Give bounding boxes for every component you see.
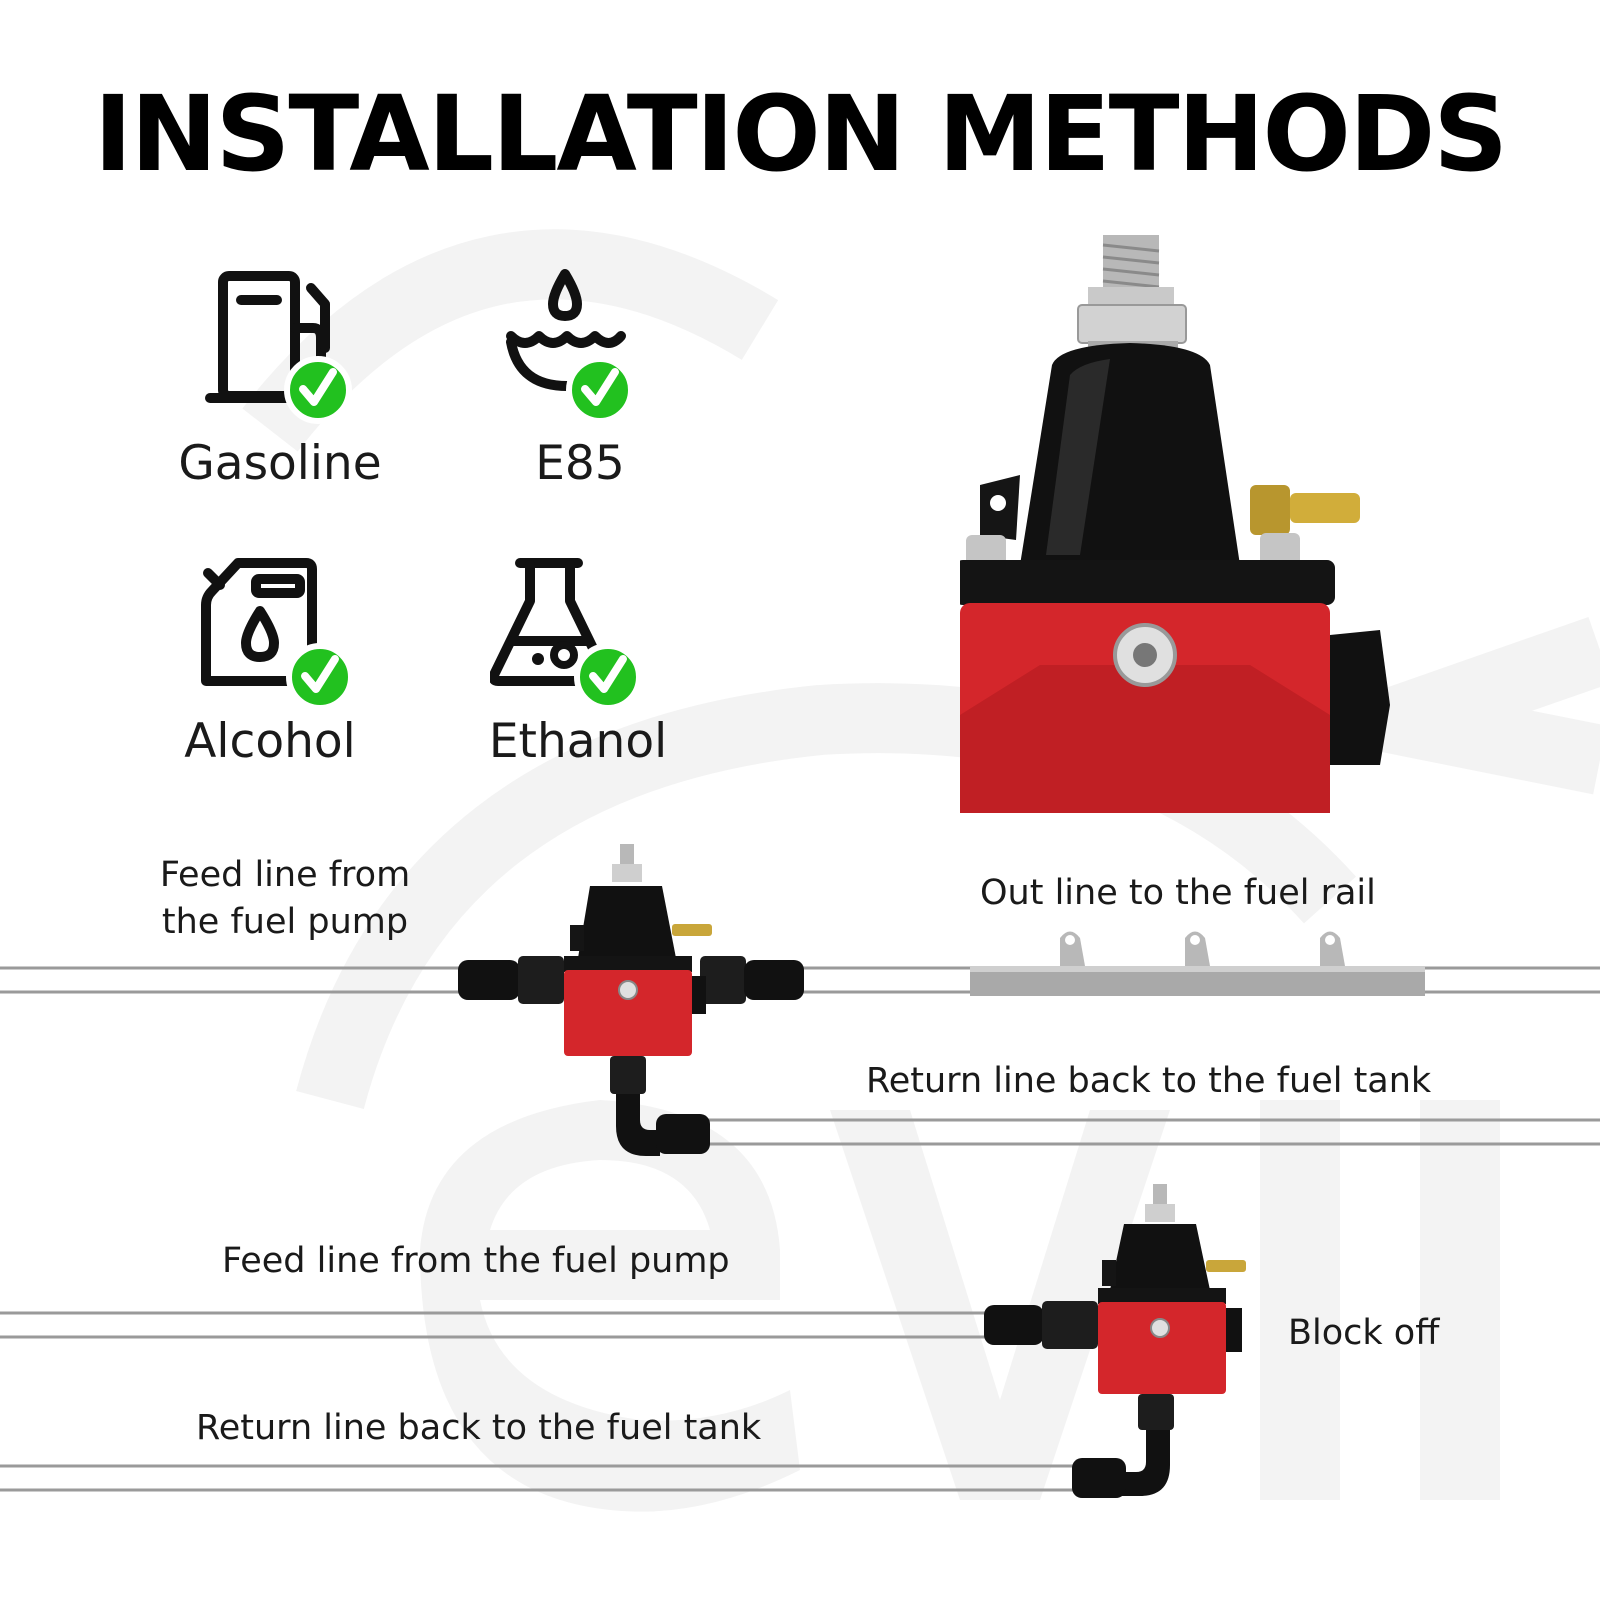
diagram2-feed-line-label: Feed line from the fuel pump <box>222 1241 730 1281</box>
diagram2-return-line-label: Return line back to the fuel tank <box>196 1408 762 1448</box>
page-title: INSTALLATION METHODS <box>93 73 1508 195</box>
fuel-label-ethanol: Ethanol <box>488 714 668 769</box>
diagram2-block-off-label: Block off <box>1288 1313 1440 1353</box>
diagram1-out-line-label: Out line to the fuel rail <box>980 873 1376 913</box>
fuel-pressure-regulator-image <box>960 235 1390 813</box>
diagram1-feed-line-label: Feed line from the fuel pump <box>159 855 411 943</box>
fuel-label-alcohol: Alcohol <box>184 714 356 769</box>
jerry-can-icon <box>201 558 354 711</box>
installation-diagram-2 <box>0 1184 1246 1498</box>
fuel-label-e85: E85 <box>535 436 625 491</box>
fuel-label-gasoline: Gasoline <box>178 436 382 491</box>
fuel-pump-icon <box>205 271 352 424</box>
installation-diagram-1 <box>0 844 1600 1156</box>
diagram1-return-line-label: Return line back to the fuel tank <box>866 1061 1432 1101</box>
water-drop-icon <box>506 269 634 424</box>
flask-icon <box>490 558 642 711</box>
